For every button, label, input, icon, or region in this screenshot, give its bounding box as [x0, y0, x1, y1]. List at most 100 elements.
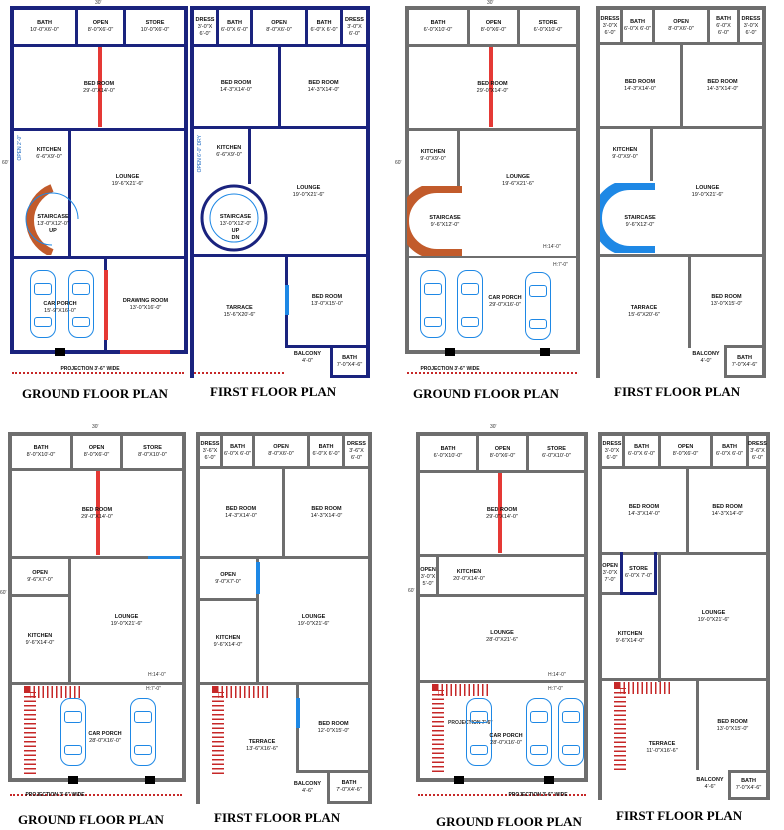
room-name: LOUNGE — [296, 184, 321, 191]
car-icon — [420, 270, 446, 338]
l-staircase — [212, 686, 268, 774]
wall — [416, 432, 420, 782]
stair-down-label: DN — [231, 235, 240, 241]
room-name: BED ROOM — [83, 80, 115, 87]
wall — [10, 44, 188, 47]
room-name: DRESS — [748, 440, 767, 447]
wall — [196, 432, 372, 436]
room-dimension: 6'-0"X 6'-0" — [312, 451, 340, 457]
room-name: KITCHEN — [420, 149, 446, 155]
wall — [654, 552, 657, 594]
car-icon — [68, 270, 94, 338]
room-dimension: 14'-3"X14'-0" — [711, 510, 744, 517]
room-dimension: 7'-0"X4'-6" — [735, 785, 762, 791]
room-dimension: 15'-6"X20'-6" — [628, 312, 660, 318]
wall — [307, 432, 310, 468]
wall — [196, 682, 372, 685]
window — [98, 47, 102, 127]
projection-label: PROJECTION 3'-6" WIDE — [508, 792, 568, 798]
spiral-staircase — [25, 184, 79, 255]
wall — [327, 770, 330, 804]
l-staircase — [24, 686, 80, 774]
room-name: BED ROOM — [486, 506, 518, 513]
room-name: BED ROOM — [220, 79, 252, 86]
room-name: BATH — [716, 15, 731, 22]
open-label: OPEN 6'-0" DRY — [197, 135, 203, 173]
wall — [252, 432, 255, 468]
room-name: KITCHEN — [27, 632, 53, 639]
wall — [620, 592, 657, 595]
wall — [405, 6, 409, 354]
door — [296, 698, 300, 728]
room-name: BED ROOM — [81, 506, 113, 513]
room-name: TERRACE — [648, 741, 676, 747]
room-name: OPEN — [92, 20, 109, 26]
wall — [517, 6, 520, 46]
projection-label: PROJECTION 3'-6" WIDE — [25, 792, 85, 798]
room-dimension: 9'-6"X14'-0" — [213, 641, 243, 648]
wall — [282, 466, 285, 558]
room-dimension: 15'-9"X16'-0" — [44, 308, 76, 314]
room-dimension: 19'-0"X21'-6" — [292, 191, 325, 198]
room-dimension: 3'-0"X 6'-0" — [602, 22, 618, 36]
wall — [620, 552, 623, 594]
wall — [405, 256, 580, 258]
room-name: LOUNGE — [506, 174, 530, 180]
wall — [457, 128, 460, 186]
room-name: BATH — [634, 444, 649, 450]
room-name: STORE — [145, 20, 165, 26]
room-dimension: 19'-0"X21'-6" — [297, 620, 330, 627]
wall — [190, 6, 370, 10]
room-name: BALCONY — [692, 351, 720, 357]
room-dimension: 4'-6" — [302, 788, 313, 794]
wall — [598, 466, 770, 469]
plan-title: GROUND FLOOR PLAN — [413, 386, 559, 401]
plan-title: FIRST FLOOR PLAN — [616, 808, 743, 823]
room-name: BATH — [737, 354, 752, 361]
room-name: BATH — [342, 354, 357, 361]
room-dimension: 9'-0"X7'-0" — [215, 578, 241, 585]
room-name: STAIRCASE — [624, 215, 656, 221]
wall — [184, 6, 188, 354]
room-name: CAR PORCH — [43, 301, 77, 307]
wall — [686, 466, 689, 554]
wall — [680, 42, 683, 128]
car-icon — [30, 270, 56, 338]
wall — [10, 350, 188, 354]
wall — [296, 770, 372, 773]
room-name: LOUNGE — [701, 609, 726, 616]
car-icon — [466, 698, 492, 766]
room-name: KITCHEN — [36, 146, 62, 153]
room-name: BED ROOM — [477, 80, 508, 87]
wall — [196, 556, 372, 559]
room-name: BED ROOM — [628, 503, 660, 510]
wall — [596, 6, 766, 10]
room-dimension: 8'-0"X6'-0" — [668, 26, 694, 32]
room-name: DRAWING ROOM — [122, 297, 169, 304]
room-name: OPEN — [273, 444, 289, 450]
wall — [622, 432, 625, 468]
room-dimension: 14'-3"X14'-0" — [706, 85, 739, 92]
room-name: BED ROOM — [624, 78, 656, 85]
wall — [250, 6, 253, 46]
door — [148, 556, 180, 559]
room-name: BALCONY — [293, 351, 322, 357]
